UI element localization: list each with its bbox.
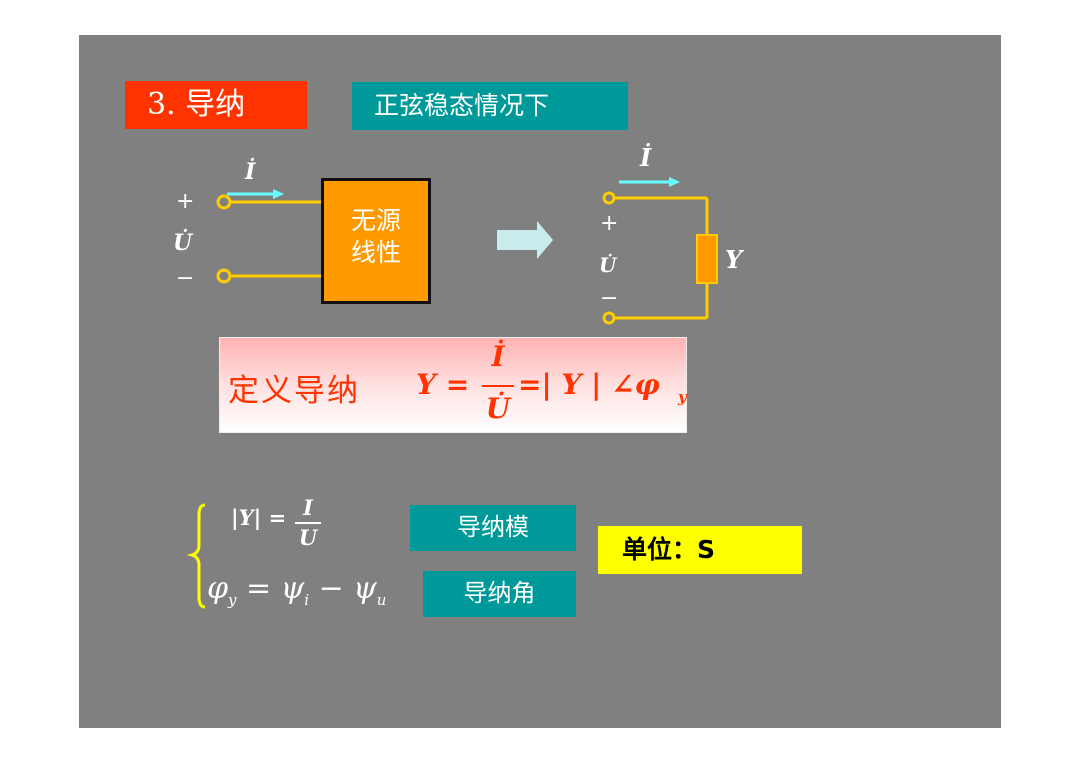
angle-psi-u: − ψ xyxy=(309,571,377,606)
slide: 3. 导纳 正弦稳态情况下 İ + U̇ − 无源 线性 İ + U̇ xyxy=(79,35,1001,728)
right-bottom-terminal xyxy=(602,311,616,325)
modulus-fraction-bar xyxy=(295,522,321,524)
definition-rhs: =| Y | ∠φ xyxy=(518,368,660,401)
angle-psi-i: = ψ xyxy=(236,571,305,606)
transform-arrow xyxy=(497,221,553,259)
angle-tag: 导纳角 xyxy=(423,571,576,617)
modulus-lhs: |Y| = xyxy=(231,505,287,530)
angle-psi-i-sub: i xyxy=(304,591,310,609)
left-plus-sign: + xyxy=(176,189,195,214)
network-label-line2: 线性 xyxy=(350,238,401,267)
right-voltage-label: U̇ xyxy=(599,253,617,277)
definition-label: 定义导纳 xyxy=(228,373,360,409)
network-label-line1: 无源 xyxy=(350,206,401,235)
angle-phi-sub: y xyxy=(228,591,237,609)
angle-psi-u-sub: u xyxy=(376,591,387,609)
right-minus-sign: − xyxy=(600,286,619,311)
circuit-wiring xyxy=(186,177,718,609)
admittance-element xyxy=(696,234,718,284)
definition-fraction-bar xyxy=(482,385,514,387)
right-current-label: İ xyxy=(640,143,652,172)
system-brace xyxy=(186,503,206,609)
left-current-label: İ xyxy=(245,159,256,185)
right-top-terminal xyxy=(602,191,616,205)
slide-title: 3. 导纳 xyxy=(125,81,307,129)
subtitle-tag: 正弦稳态情况下 xyxy=(352,82,628,130)
passive-linear-network: 无源 线性 xyxy=(321,178,431,304)
left-bottom-terminal xyxy=(216,268,232,284)
left-top-terminal xyxy=(216,194,232,210)
definition-numerator: İ xyxy=(491,340,505,373)
right-current-arrow-head xyxy=(669,177,680,187)
admittance-label: Y xyxy=(725,245,743,274)
angle-equation: φy = ψi − ψu xyxy=(207,571,386,609)
angle-phi: φ xyxy=(207,571,229,606)
left-voltage-label: U̇ xyxy=(173,230,193,256)
definition-denominator: U̇ xyxy=(485,392,511,425)
definition-rhs-subscript: y xyxy=(678,388,687,406)
modulus-numerator: I xyxy=(303,495,313,520)
definition-lhs: Y = xyxy=(416,368,470,401)
left-minus-sign: − xyxy=(176,266,195,291)
modulus-denominator: U xyxy=(298,525,318,550)
unit-box: 单位：S xyxy=(598,526,802,574)
modulus-tag: 导纳模 xyxy=(410,505,576,551)
definition-box: 定义导纳 Y = İ U̇ =| Y | ∠φ y xyxy=(219,337,687,433)
right-plus-sign: + xyxy=(600,211,619,236)
left-current-arrow-head xyxy=(273,189,284,199)
